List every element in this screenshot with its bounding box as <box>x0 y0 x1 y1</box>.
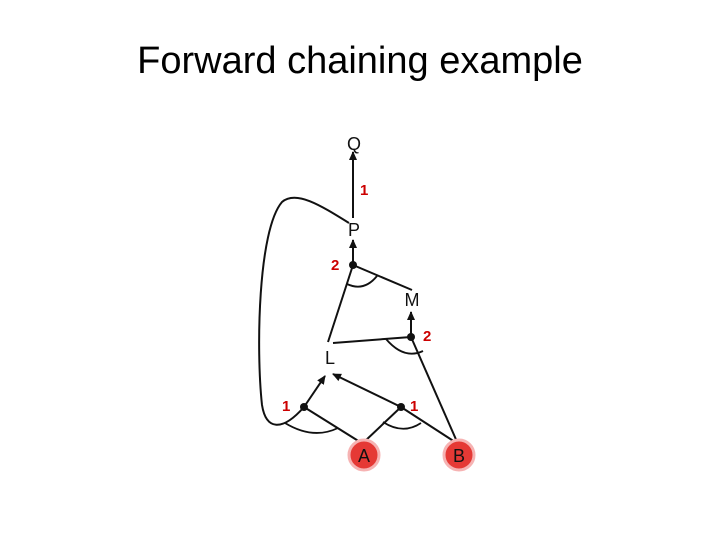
count-ap-to-l: 1 <box>282 398 290 415</box>
count-ab-to-l: 1 <box>410 398 418 415</box>
edge-p-to-rule-ap <box>258 196 350 426</box>
node-m: M <box>405 290 420 310</box>
count-bl-to-m: 2 <box>423 328 431 345</box>
count-lm-to-p: 2 <box>331 257 339 274</box>
edge-b-to-rule-ab <box>400 406 456 443</box>
conjunction-arcs <box>284 275 424 434</box>
known-fact-b-circle <box>442 438 476 472</box>
edge-rule-ap-to-l <box>303 375 326 408</box>
node-l: L <box>325 348 335 368</box>
rule-dot-lm-to-p <box>349 261 357 269</box>
known-fact-a-circle <box>347 438 381 472</box>
node-b: B <box>453 446 465 466</box>
and-arc-ap-to-l <box>284 422 339 434</box>
edge-m-to-rule-p <box>352 264 413 291</box>
edge-a-to-rule-ab <box>363 406 402 443</box>
edge-rule-ab-to-l <box>332 373 402 408</box>
edge-l-to-rule-p <box>327 264 354 343</box>
rule-dot-ap-to-l <box>300 403 308 411</box>
node-labels: Q P M L A B <box>325 134 465 466</box>
and-arc-lm-to-p <box>346 275 378 288</box>
edge-b-to-rule-m <box>410 336 459 445</box>
known-facts <box>347 438 476 472</box>
edge-a-to-rule-ap <box>303 406 361 443</box>
count-p-to-q: 1 <box>360 182 368 199</box>
premise-counts: 1 2 2 1 1 <box>282 182 431 415</box>
rule-dot-bl-to-m <box>407 333 415 341</box>
node-q: Q <box>347 134 361 154</box>
slide-title: Forward chaining example <box>137 40 583 82</box>
edges <box>258 151 459 445</box>
node-a: A <box>358 446 370 466</box>
and-arc-ab-to-l <box>382 421 422 430</box>
node-p: P <box>348 220 360 240</box>
edge-l-to-rule-m <box>332 336 412 344</box>
and-arc-bl-to-m <box>385 338 424 355</box>
rule-dots <box>300 261 415 411</box>
rule-dot-ab-to-l <box>397 403 405 411</box>
